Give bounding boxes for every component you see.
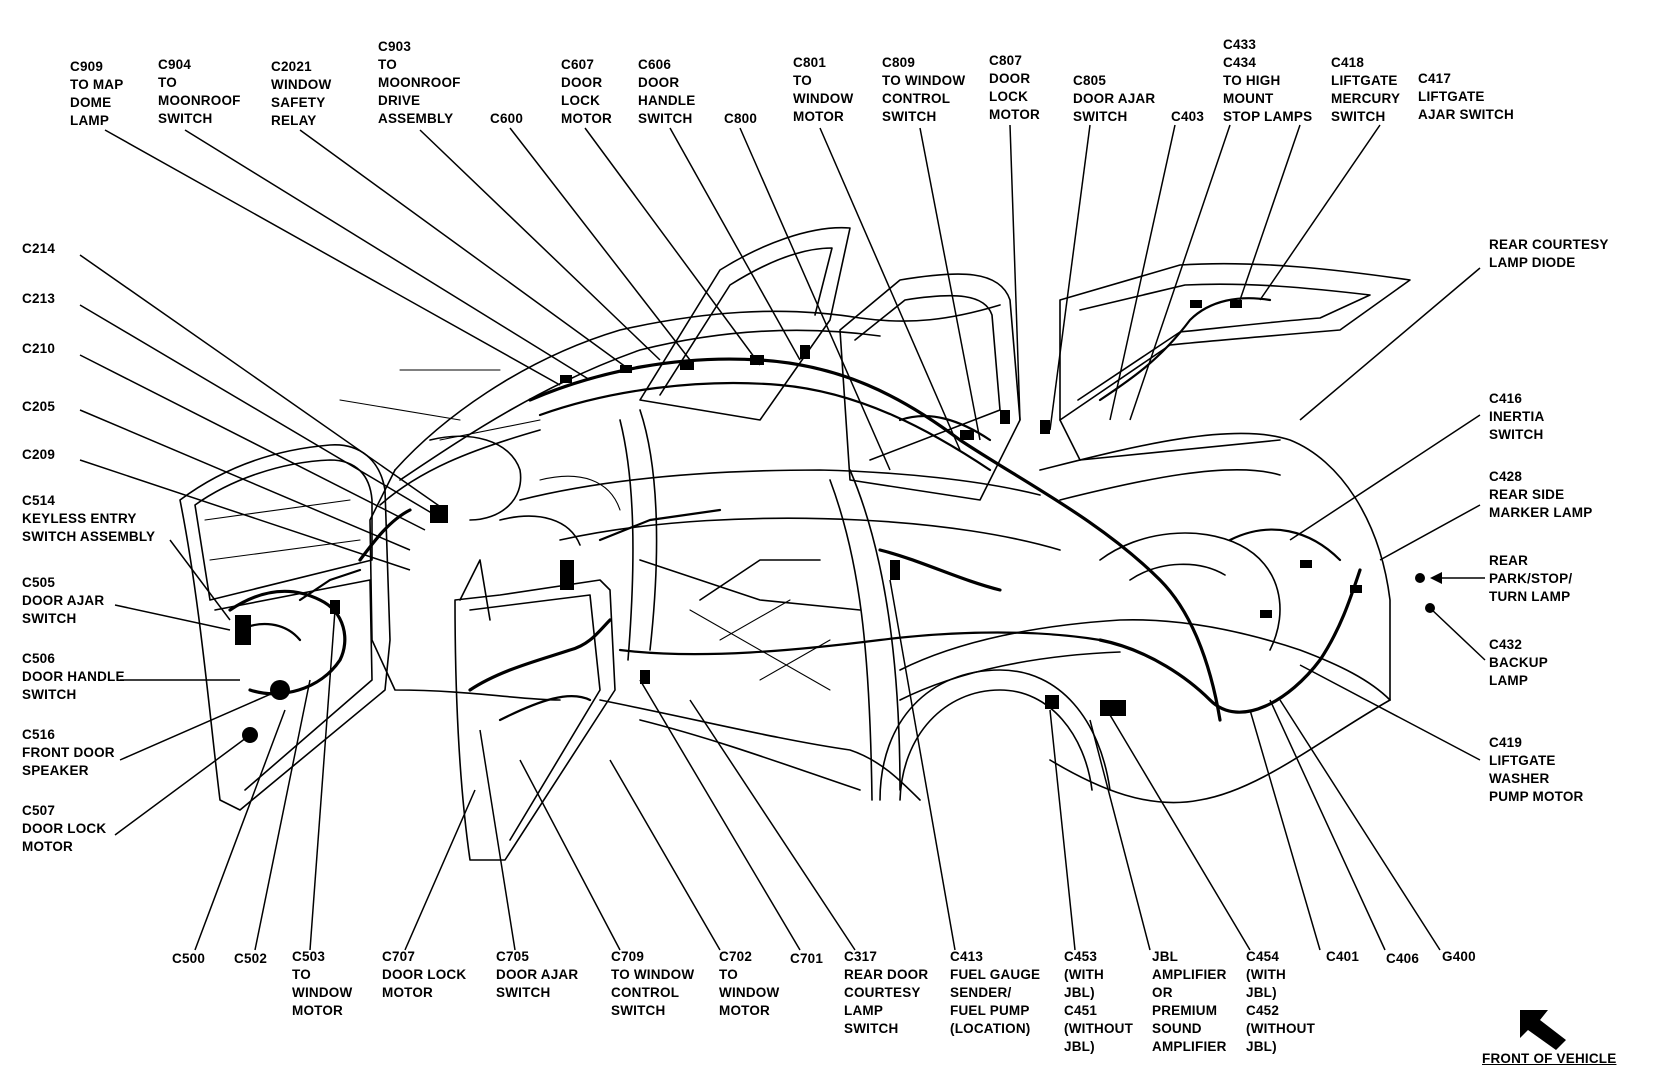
label-c401: C401	[1326, 949, 1360, 964]
label-c801: C801 TO WINDOW MOTOR	[793, 55, 854, 124]
label-jbl-amplifier: JBL AMPLIFIER OR PREMIUM SOUND AMPLIFIER	[1152, 949, 1227, 1054]
label-c705: C705 DOOR AJAR SWITCH	[496, 949, 579, 1000]
label-c428: C428 REAR SIDE MARKER LAMP	[1489, 469, 1593, 520]
label-c607: C607 DOOR LOCK MOTOR	[561, 57, 612, 126]
label-c903: C903 TO MOONROOF DRIVE ASSEMBLY	[378, 39, 461, 126]
label-c809: C809 TO WINDOW CONTROL SWITCH	[882, 55, 966, 124]
label-c403: C403	[1171, 109, 1205, 124]
label-c505: C505 DOOR AJAR SWITCH	[22, 575, 105, 626]
label-c432: C432 BACKUP LAMP	[1489, 637, 1548, 688]
label-c416: C416 INERTIA SWITCH	[1489, 391, 1545, 442]
label-c516: C516 FRONT DOOR SPEAKER	[22, 727, 115, 778]
label-rear-park-stop-turn-lamp: REAR PARK/STOP/ TURN LAMP	[1489, 553, 1573, 604]
label-c701: C701	[790, 951, 824, 966]
label-c514: C514 KEYLESS ENTRY SWITCH ASSEMBLY	[22, 493, 156, 544]
label-c800: C800	[724, 111, 758, 126]
label-c417: C417 LIFTGATE AJAR SWITCH	[1418, 71, 1514, 122]
label-c210: C210	[22, 341, 56, 356]
label-c702: C702 TO WINDOW MOTOR	[719, 949, 780, 1018]
label-c453-c451: C453 (WITH JBL) C451 (WITHOUT JBL)	[1064, 949, 1134, 1054]
label-c317: C317 REAR DOOR COURTESY LAMP SWITCH	[844, 949, 929, 1036]
label-c807: C807 DOOR LOCK MOTOR	[989, 53, 1040, 122]
label-c909: C909 TO MAP DOME LAMP	[70, 59, 124, 128]
leader-lines	[79, 124, 1486, 951]
label-c507: C507 DOOR LOCK MOTOR	[22, 803, 107, 854]
label-c606: C606 DOOR HANDLE SWITCH	[638, 57, 696, 126]
front-direction-arrow-icon	[1520, 1010, 1566, 1050]
label-c454-c452: C454 (WITH JBL) C452 (WITHOUT JBL)	[1246, 949, 1316, 1054]
label-c904: C904 TO MOONROOF SWITCH	[158, 57, 241, 126]
label-c500: C500	[172, 951, 206, 966]
label-c205: C205	[22, 399, 56, 414]
label-c805: C805 DOOR AJAR SWITCH	[1073, 73, 1156, 124]
front-of-vehicle-label: FRONT OF VEHICLE	[1482, 1051, 1617, 1066]
vehicle-body	[179, 226, 1411, 861]
label-c413: C413 FUEL GAUGE SENDER/ FUEL PUMP (LOCAT…	[950, 949, 1041, 1036]
label-c709: C709 TO WINDOW CONTROL SWITCH	[611, 949, 695, 1018]
label-c707: C707 DOOR LOCK MOTOR	[382, 949, 467, 1000]
label-g400: G400	[1442, 949, 1476, 964]
wiring-harness	[228, 297, 1435, 743]
label-c502: C502	[234, 951, 268, 966]
label-c600: C600	[490, 111, 524, 126]
label-rear-courtesy-lamp-diode: REAR COURTESY LAMP DIODE	[1489, 237, 1609, 270]
label-c419: C419 LIFTGATE WASHER PUMP MOTOR	[1489, 735, 1584, 804]
label-c214: C214	[22, 241, 56, 256]
label-c2021: C2021 WINDOW SAFETY RELAY	[271, 59, 332, 128]
label-c213: C213	[22, 291, 56, 306]
label-c209: C209	[22, 447, 56, 462]
label-c506: C506 DOOR HANDLE SWITCH	[22, 651, 125, 702]
label-c418: C418 LIFTGATE MERCURY SWITCH	[1331, 55, 1401, 124]
label-c433-c434: C433 C434 TO HIGH MOUNT STOP LAMPS	[1223, 37, 1313, 124]
label-c406: C406	[1386, 951, 1420, 966]
label-c503: C503 TO WINDOW MOTOR	[292, 949, 353, 1018]
